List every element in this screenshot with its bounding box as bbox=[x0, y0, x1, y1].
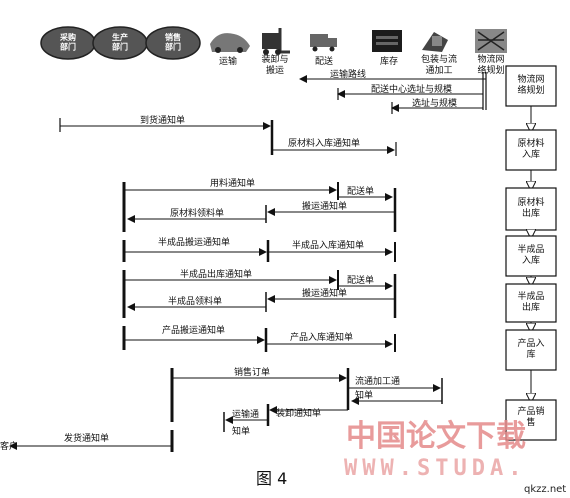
message-label: 发货通知单 bbox=[64, 432, 109, 444]
message-label: 原材料领料单 bbox=[170, 207, 224, 219]
watermark-en: WWW.STUDA. bbox=[344, 456, 526, 481]
network-icon bbox=[475, 29, 507, 53]
process-step-raw-in: 原材料入库 bbox=[505, 129, 557, 171]
customer-label: 客户 bbox=[0, 440, 18, 452]
message-label: 销售订单 bbox=[234, 366, 270, 378]
function-label: 配送 bbox=[315, 55, 333, 67]
message-label: 用料通知单 bbox=[210, 177, 255, 189]
message-label: 产品搬运通知单 bbox=[162, 324, 225, 336]
svg-text:产品销售: 产品销售 bbox=[517, 405, 544, 428]
message-label: 半成品出库通知单 bbox=[180, 268, 252, 280]
message-label: 运输通 bbox=[232, 408, 259, 420]
packaging-icon bbox=[422, 32, 448, 52]
svg-text:原材料出库: 原材料出库 bbox=[517, 196, 544, 219]
process-step-network: 物流网络规划 bbox=[505, 65, 557, 107]
message-label: 运输路线 bbox=[330, 68, 366, 80]
department-sales: 销售部门 bbox=[145, 26, 201, 60]
department-production: 生产部门 bbox=[92, 26, 148, 60]
message-label: 半成品入库通知单 bbox=[292, 239, 364, 251]
svg-text:物流网络规划: 物流网络规划 bbox=[517, 73, 544, 96]
message-label: 搬运通知单 bbox=[302, 287, 347, 299]
message-label: 装卸通知单 bbox=[276, 407, 321, 419]
site-label: qkzz.net bbox=[524, 484, 566, 495]
message-label: 产品入库通知单 bbox=[290, 331, 353, 343]
planning-lifeline bbox=[482, 72, 487, 110]
department-purchasing: 采购部门 bbox=[40, 26, 96, 60]
function-label: 装卸与搬运 bbox=[261, 53, 288, 76]
message-label: 知单 bbox=[355, 389, 373, 401]
function-label: 包装与流通加工 bbox=[421, 53, 457, 76]
process-step-raw-out: 原材料出库 bbox=[505, 187, 557, 231]
process-step-product-sales: 产品销售 bbox=[505, 399, 557, 441]
message-label: 配送单 bbox=[347, 274, 374, 286]
message-label: 原材料入库通知单 bbox=[288, 137, 360, 149]
function-label: 物流网络规划 bbox=[477, 53, 504, 76]
svg-text:半成品出库: 半成品出库 bbox=[517, 290, 544, 313]
message-label: 到货通知单 bbox=[140, 114, 185, 126]
function-label: 库存 bbox=[380, 55, 398, 67]
function-label: 运输 bbox=[219, 55, 237, 67]
message-label: 选址与规模 bbox=[412, 97, 457, 109]
message-label: 配送中心选址与规模 bbox=[371, 83, 452, 95]
watermark-cn: 中国论文下载 bbox=[346, 419, 526, 454]
message-label: 半成品搬运通知单 bbox=[158, 236, 230, 248]
delivery-icon bbox=[310, 34, 337, 52]
forklift-icon bbox=[262, 28, 290, 55]
svg-text:半成品入库: 半成品入库 bbox=[517, 243, 544, 266]
message-label: 搬运通知单 bbox=[302, 200, 347, 212]
svg-text:产品入库: 产品入库 bbox=[517, 337, 544, 360]
department-label: 销售部门 bbox=[165, 32, 181, 52]
process-step-semi-in: 半成品入库 bbox=[505, 235, 557, 277]
message-label: 流通加工通 bbox=[355, 375, 400, 387]
message-label: 半成品领料单 bbox=[168, 295, 222, 307]
svg-text:原材料入库: 原材料入库 bbox=[517, 137, 544, 160]
department-label: 生产部门 bbox=[112, 32, 128, 52]
process-step-product-in: 产品入库 bbox=[505, 329, 557, 371]
department-label: 采购部门 bbox=[59, 32, 76, 52]
figure-caption: 图 4 bbox=[256, 469, 287, 488]
process-step-semi-out: 半成品出库 bbox=[505, 283, 557, 323]
message-label: 配送单 bbox=[347, 185, 374, 197]
truck-icon bbox=[210, 33, 250, 53]
message-label: 知单 bbox=[232, 425, 250, 437]
warehouse-icon bbox=[372, 30, 402, 52]
